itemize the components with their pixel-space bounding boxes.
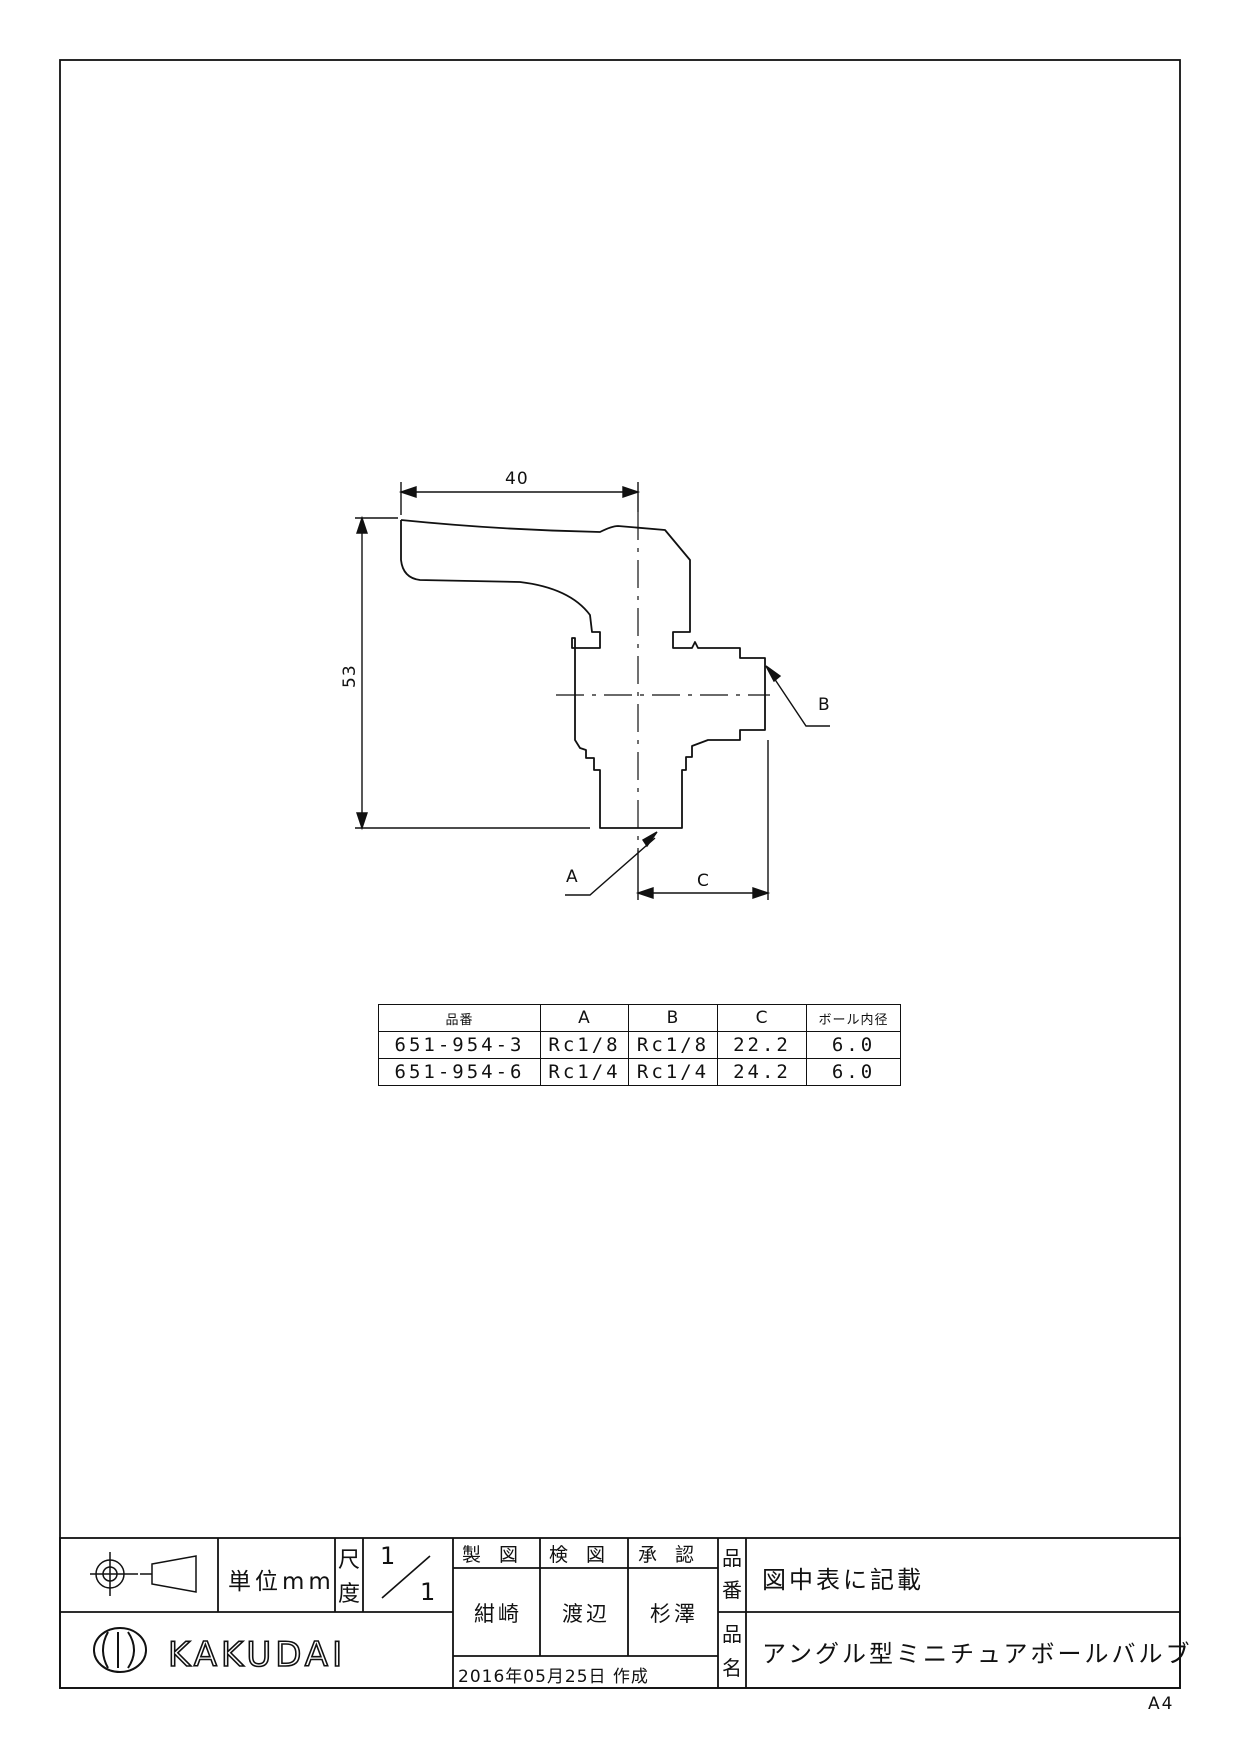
spec-cell: 6.0 [806, 1058, 901, 1086]
spec-cell: Rc1/8 [628, 1031, 718, 1059]
scale-label-1: 尺 [338, 1548, 361, 1573]
drawn-by-label: 製 図 [462, 1544, 525, 1566]
spec-cell: Rc1/4 [540, 1058, 629, 1086]
spec-cell: Rc1/8 [540, 1031, 629, 1059]
spec-header-ball-bore: ボール内径 [806, 1004, 901, 1032]
paper-size: A4 [1148, 1694, 1175, 1714]
dimension-c-label: C [697, 871, 710, 891]
spec-header-a: A [540, 1004, 629, 1032]
part-name-label-2: 名 [722, 1656, 742, 1680]
scale-slash [381, 1555, 431, 1599]
leader-b [765, 665, 830, 727]
unit-label: 単位mm [228, 1569, 335, 1595]
kakudai-logo-icon [93, 1627, 147, 1673]
valve-outline [400, 519, 766, 829]
scale-denominator: 1 [420, 1578, 436, 1606]
created-date: 2016年05月25日 作成 [458, 1667, 649, 1687]
table-row: 651-954-6 Rc1/4 Rc1/4 24.2 6.0 [378, 1058, 901, 1086]
drawn-by-name: 紺崎 [474, 1602, 522, 1626]
scale-label-2: 度 [338, 1582, 361, 1607]
dimension-width [398, 482, 641, 515]
sheet-border [59, 59, 1181, 1689]
part-name-label-1: 品 [722, 1622, 742, 1646]
dimension-height-value: 53 [340, 664, 360, 688]
spec-cell: 24.2 [717, 1058, 807, 1086]
approved-by-name: 杉澤 [650, 1602, 698, 1626]
spec-table-header-row: 品番 A B C ボール内径 [378, 1004, 901, 1032]
spec-table: 品番 A B C ボール内径 651-954-3 Rc1/8 Rc1/8 22.… [378, 1004, 901, 1086]
spec-header-c: C [717, 1004, 807, 1032]
part-name-value: アングル型ミニチュアボールバルブ [762, 1640, 1193, 1668]
dimension-c [635, 740, 771, 900]
spec-cell: 6.0 [806, 1031, 901, 1059]
kakudai-logo-text: KAKUDAI [168, 1635, 346, 1675]
projection-symbol-icon [90, 1552, 197, 1596]
spec-cell: Rc1/4 [628, 1058, 718, 1086]
spec-cell: 22.2 [717, 1031, 807, 1059]
title-block-frame [59, 1537, 1181, 1689]
part-no-label-2: 番 [722, 1578, 742, 1602]
spec-header-b: B [628, 1004, 718, 1032]
spec-header-part-no: 品番 [378, 1004, 541, 1032]
dimension-height [355, 515, 590, 831]
part-no-value: 図中表に記載 [762, 1566, 924, 1594]
spec-cell: 651-954-3 [378, 1031, 541, 1059]
leader-b-label: B [818, 695, 831, 715]
checked-by-name: 渡辺 [562, 1602, 610, 1626]
table-row: 651-954-3 Rc1/8 Rc1/8 22.2 6.0 [378, 1031, 901, 1059]
approved-by-label: 承 認 [638, 1544, 701, 1566]
leader-a-label: A [566, 867, 579, 887]
spec-cell: 651-954-6 [378, 1058, 541, 1086]
leader-a [565, 831, 658, 896]
dimension-width-value: 40 [505, 469, 529, 489]
scale-numerator: 1 [380, 1542, 396, 1570]
checked-by-label: 検 図 [549, 1544, 612, 1566]
part-no-label-1: 品 [722, 1546, 742, 1570]
